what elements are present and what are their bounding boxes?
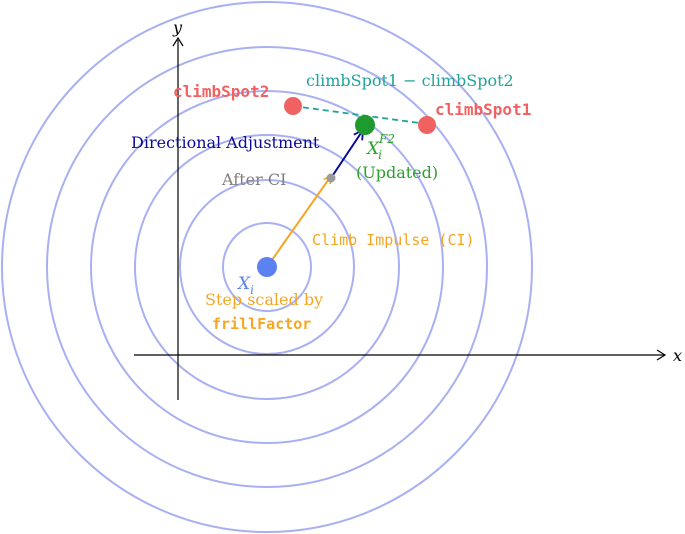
contour-circle-3	[134, 134, 400, 400]
x-axis-label: x	[673, 346, 682, 365]
contour-circle-5	[46, 46, 488, 488]
difference-arrow	[292, 105, 429, 128]
climbspot2-label: climbSpot2	[173, 82, 269, 101]
contour-circles	[1, 1, 533, 533]
xi-label: Xi	[236, 274, 254, 297]
xf2-sup: F2	[378, 132, 395, 146]
xf2-base: X	[365, 139, 380, 159]
directional-adjustment-label: Directional Adjustment	[131, 133, 320, 152]
difference-label: climbSpot1 − climbSpot2	[306, 71, 514, 90]
axes	[134, 36, 667, 400]
directional-adjustment-arrow	[330, 128, 365, 179]
climbspot1-label: climbSpot1	[435, 100, 531, 119]
updated-point	[355, 115, 375, 135]
arrowhead-up-icon	[172, 36, 184, 47]
xi-point	[257, 257, 277, 277]
contour-circle-2	[179, 179, 355, 355]
xf2-label: Xi F2	[365, 132, 395, 162]
contour-circle-4	[90, 90, 444, 444]
contour-circle-1	[222, 222, 312, 312]
updated-label: (Updated)	[356, 163, 438, 182]
xf2-sub: i	[378, 148, 382, 162]
arrowhead-right-icon	[656, 349, 667, 361]
after-ci-point	[326, 173, 336, 183]
step-scaled-label: Step scaled by	[205, 290, 323, 309]
xi-base: X	[236, 274, 251, 294]
climbspot2-point	[284, 97, 302, 115]
y-axis-label: y	[172, 18, 183, 37]
climb-impulse-label: Climb Impulse (CI)	[312, 231, 475, 249]
climbspot1-point	[418, 116, 436, 134]
xi-sub: i	[250, 283, 254, 297]
contour-circle-6	[1, 1, 533, 533]
frillfactor-label: frillFactor	[212, 315, 311, 333]
climb-impulse-arrow	[266, 174, 332, 268]
after-ci-label: After CI	[221, 170, 286, 189]
